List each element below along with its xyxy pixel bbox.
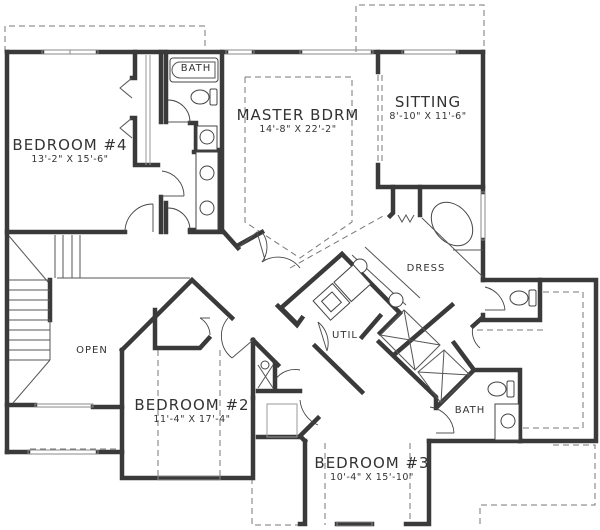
fixtures (169, 57, 537, 441)
room-dimensions: 14'-8" X 22'-2" (259, 124, 337, 135)
space-bath-bottom: BATH (454, 405, 486, 416)
room-dimensions: 10'-4" X 15'-10" (330, 472, 414, 483)
space-util: UTIL (332, 330, 358, 341)
space-open: OPEN (76, 345, 108, 356)
room-name: BEDROOM #4 (12, 136, 128, 154)
room-name: MASTER BDRM (236, 106, 360, 124)
room-dimensions: 11'-4" X 17'-4" (153, 414, 231, 425)
walls (4, 49, 599, 527)
doors (119, 55, 506, 434)
space-bath-top: BATH (180, 63, 212, 74)
room-dimensions: 8'-10" X 11'-6" (389, 111, 467, 122)
room-name: SITTING (394, 93, 462, 111)
room-name: BEDROOM #2 (134, 396, 250, 414)
room-master-bedroom: MASTER BDRM 14'-8" X 22'-2" (237, 106, 360, 135)
space-dress: DRESS (406, 263, 446, 274)
room-bedroom-4: BEDROOM #4 13'-2" X 15'-6" (12, 136, 127, 165)
room-bedroom-2: BEDROOM #2 11'-4" X 17'-4" (134, 396, 249, 425)
room-sitting: SITTING 8'-10" X 11'-6" (389, 93, 466, 122)
room-name: BEDROOM #3 (314, 454, 430, 472)
windows (27, 49, 486, 527)
room-dimensions: 13'-2" X 15'-6" (31, 154, 109, 165)
staircase (8, 235, 190, 404)
dashed-outlines (4, 4, 596, 527)
room-bedroom-3: BEDROOM #3 10'-4" X 15'-10" (314, 454, 429, 483)
